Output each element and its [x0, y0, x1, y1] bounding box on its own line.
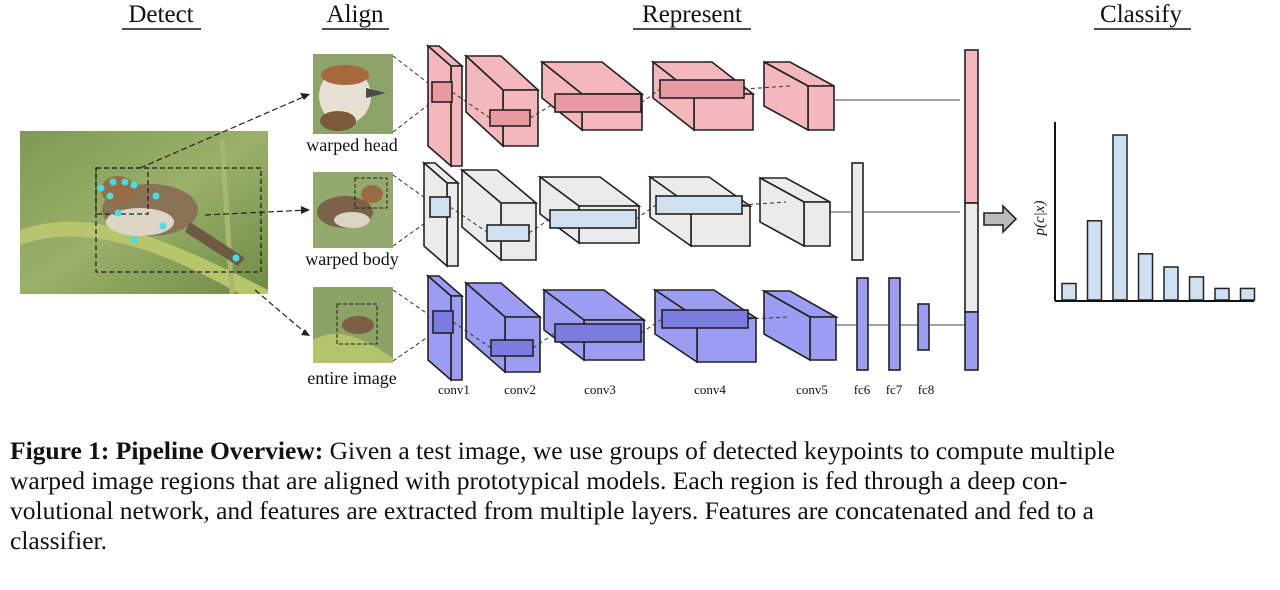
image-stream-cnn	[425, 274, 930, 382]
stage-title-align: Align	[327, 1, 384, 28]
head-stream-cnn	[425, 44, 835, 168]
histogram-bar	[1137, 253, 1154, 301]
caption-label: Figure 1: Pipeline Overview:	[10, 436, 324, 465]
input-bird-image	[20, 131, 268, 295]
histogram-bar	[1112, 134, 1128, 301]
layer-label-fc8: fc8	[918, 382, 935, 397]
concatenated-feature-vector	[964, 49, 979, 371]
warped-head-thumbnail	[313, 54, 393, 134]
layer-label-fc6: fc6	[854, 382, 871, 397]
layer-label-conv1: conv1	[438, 382, 470, 397]
caption-line-4: classifier.	[10, 526, 108, 555]
histogram-bar	[1214, 287, 1230, 301]
caption-line-3: volutional network, and features are ext…	[10, 496, 1094, 525]
layer-label-fc7: fc7	[886, 382, 903, 397]
histogram-bar	[1239, 287, 1256, 301]
histogram-bar	[1086, 220, 1103, 301]
body-stream-cnn	[421, 161, 864, 268]
block-arrow-icon	[983, 204, 1018, 234]
layer-label-conv3: conv3	[584, 382, 616, 397]
class-probability-histogram: p(c|x)	[1032, 122, 1256, 302]
layer-label-conv5: conv5	[796, 382, 828, 397]
histogram-bar	[1163, 266, 1179, 301]
histogram-ylabel: p(c|x)	[1032, 201, 1048, 237]
stage-title-classify: Classify	[1100, 1, 1182, 28]
pipeline-figure: Detect Align Represent Classify	[20, 1, 1256, 397]
label-entire-image: entire image	[307, 368, 396, 388]
caption-line-1: Given a test image, we use groups of det…	[329, 436, 1115, 465]
label-warped-body: warped body	[305, 249, 398, 269]
figure-caption: Figure 1: Pipeline Overview: Given a tes…	[10, 436, 1272, 556]
layer-label-conv2: conv2	[504, 382, 536, 397]
histogram-bar	[1061, 282, 1077, 301]
warped-body-thumbnail	[313, 172, 393, 248]
layer-label-conv4: conv4	[694, 382, 726, 397]
caption-line-2: warped image regions that are aligned wi…	[10, 466, 1068, 495]
stage-title-detect: Detect	[128, 1, 193, 28]
label-warped-head: warped head	[306, 135, 397, 155]
histogram-bar	[1188, 276, 1205, 301]
entire-image-thumbnail	[313, 287, 393, 363]
stage-title-represent: Represent	[642, 1, 742, 28]
